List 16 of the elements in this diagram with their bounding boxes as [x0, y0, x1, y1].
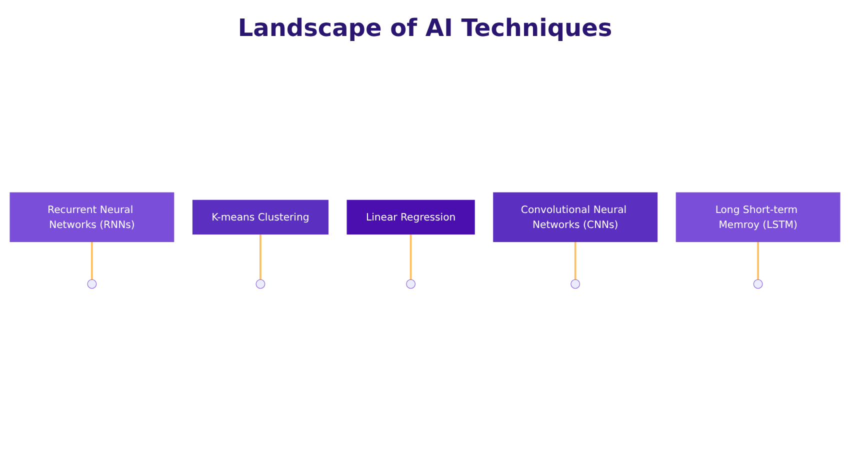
node-box: Recurrent Neural Networks (RNNs) — [10, 192, 174, 242]
connector — [91, 240, 93, 280]
connector — [574, 240, 576, 280]
node-circle — [753, 279, 763, 289]
node-box: Convolutional Neural Networks (CNNs) — [493, 192, 658, 242]
node-box: K-means Clustering — [192, 200, 328, 235]
node-circle — [406, 279, 416, 289]
connector — [260, 233, 262, 280]
node-circle — [87, 279, 97, 289]
node-circle — [256, 279, 266, 289]
node-circle — [570, 279, 580, 289]
node-box: Long Short-term Memroy (LSTM) — [676, 192, 840, 242]
connector — [757, 240, 759, 280]
connector — [410, 233, 412, 280]
node-box: Linear Regression — [346, 200, 475, 235]
diagram-title: Landscape of AI Techniques — [236, 14, 614, 42]
